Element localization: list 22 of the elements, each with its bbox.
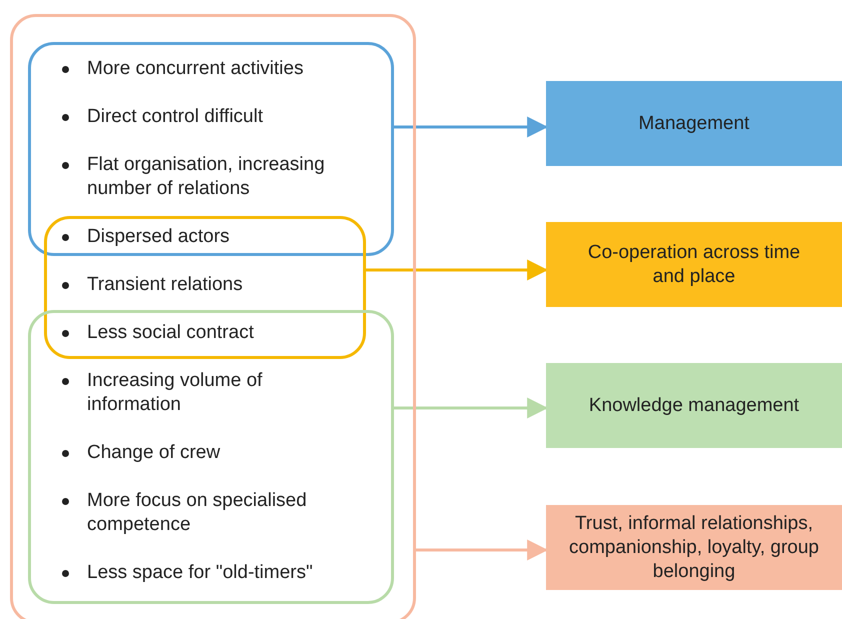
bullet-text: Increasing volume of information [87, 369, 264, 417]
topic-box: Knowledge management [546, 363, 842, 448]
bullet-text: Less social contract [87, 321, 255, 345]
bullet-text: Direct control difficult [87, 105, 264, 129]
rounded-frame [10, 14, 416, 619]
rounded-frame [28, 310, 394, 604]
bullet-text: Less space for "old-timers" [87, 561, 314, 585]
bullet-text: Transient relations [87, 273, 244, 297]
bullet-text: Flat organisation, increasing number of relations [87, 153, 326, 201]
arrow [366, 260, 548, 280]
rounded-frame [44, 216, 366, 359]
arrow [394, 116, 548, 138]
bullet-text: More concurrent activities [87, 57, 304, 81]
bullet-text: More focus on specialised competence [87, 489, 308, 537]
bullet-text: Dispersed actors [87, 225, 231, 249]
topic-box: Co-operation across time and place [546, 222, 842, 307]
topic-box: Management [546, 81, 842, 166]
arrow [394, 398, 548, 418]
rounded-frame [28, 42, 394, 256]
arrow [416, 540, 548, 560]
bullet-text: Change of crew [87, 441, 222, 465]
topic-box: Trust, informal relationships, companionship, loyalty, group belonging [546, 505, 842, 590]
